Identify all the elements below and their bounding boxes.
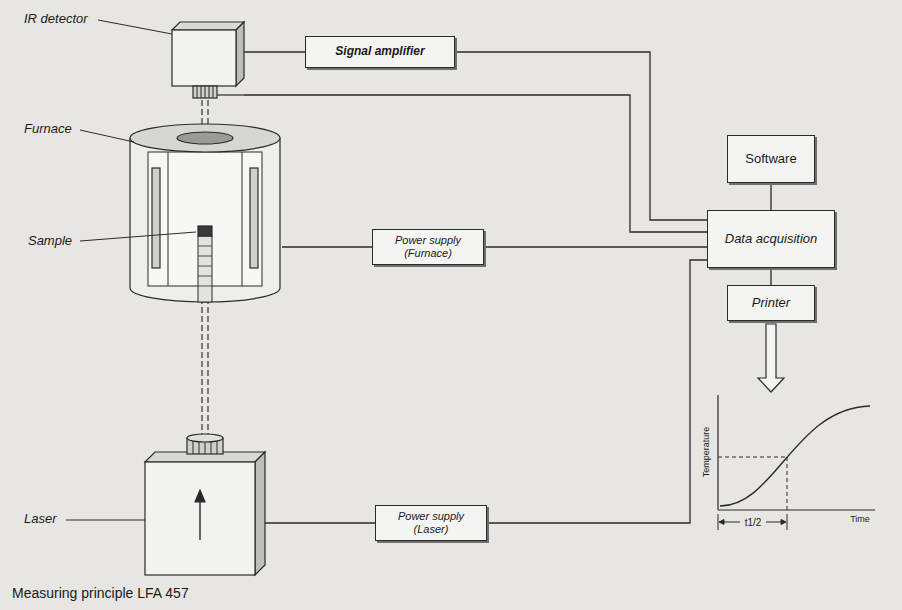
furnace-body	[130, 138, 280, 302]
axis-label: Temperature	[702, 427, 712, 478]
sample	[198, 226, 212, 236]
furnace-figure	[80, 124, 280, 302]
stripe	[198, 276, 212, 277]
furnace: Furnace	[22, 120, 282, 300]
box-text: Data acquisition	[725, 232, 818, 247]
axis-label: Time	[850, 515, 870, 525]
holder-stripes	[198, 246, 212, 286]
ridge	[217, 441, 218, 454]
part-label: IR detector	[24, 12, 88, 27]
stripe	[198, 246, 212, 247]
power-supply-box: Power supply (Furnace)	[372, 229, 484, 265]
stripe	[198, 286, 212, 287]
detector-lens	[193, 86, 217, 98]
stripe	[198, 266, 212, 267]
inner-wall	[242, 152, 243, 286]
box-text: Power supply (Furnace)	[381, 234, 475, 259]
stripe	[198, 256, 212, 257]
box-text: Signal amplifier	[335, 45, 424, 59]
leader-line	[80, 130, 134, 142]
ridge	[201, 86, 202, 98]
power-supply-box: Power supply (Laser)	[375, 505, 487, 541]
signal-curve	[720, 406, 870, 506]
leader-line	[98, 20, 172, 34]
heating-element	[152, 168, 160, 268]
amplifier-box: Signal amplifier	[305, 36, 455, 68]
ridge	[213, 86, 214, 98]
signal-wire	[484, 246, 707, 247]
bracket-head	[719, 520, 724, 525]
leader-line	[66, 520, 145, 521]
lens-ridges	[197, 86, 213, 98]
furnace-top	[130, 124, 280, 152]
signal-wire	[244, 95, 707, 232]
lens-top	[187, 434, 223, 442]
leader-line	[80, 232, 196, 241]
half-time	[787, 457, 788, 510]
laser-side	[255, 452, 265, 575]
part-label: Furnace	[24, 122, 72, 137]
ridge	[205, 442, 206, 454]
software-box: Software	[727, 135, 815, 183]
laser: Laser	[22, 440, 265, 578]
printer-box: Printer	[727, 285, 815, 321]
bracket-head	[781, 520, 786, 525]
box-text: Printer	[752, 296, 790, 311]
signal-wire	[244, 51, 305, 52]
temperature-graph	[718, 395, 875, 530]
ridge	[205, 86, 206, 98]
signal-wire	[770, 183, 771, 210]
part-label: Sample	[28, 234, 72, 248]
time-label: t1/2	[744, 517, 763, 528]
inner-wall	[168, 152, 169, 286]
furnace-cutaway	[148, 152, 262, 286]
ridge	[197, 86, 198, 98]
ridge	[193, 441, 194, 454]
ridge	[211, 442, 212, 454]
half-level	[718, 457, 787, 458]
part-label: Laser	[24, 512, 57, 527]
detector-top	[172, 22, 244, 30]
ir-detector: IR detector	[22, 12, 244, 104]
laser-front	[145, 462, 255, 575]
temperature-axis	[717, 395, 718, 510]
caption: Measuring principle LFA 457	[12, 586, 189, 601]
signal-wire	[455, 52, 707, 220]
data-acquisition-box: Data acquisition	[707, 210, 835, 268]
signal-wire	[265, 522, 375, 523]
box-text: Software	[745, 152, 796, 167]
box-text: Power supply (Laser)	[384, 510, 478, 535]
ridge	[199, 442, 200, 454]
direction-arrow	[199, 500, 200, 540]
sample-holder	[198, 236, 212, 302]
laser-figure	[66, 434, 265, 575]
furnace-opening	[177, 132, 233, 144]
heating-element	[250, 168, 258, 268]
ir-detector-figure	[98, 20, 244, 98]
detector-front	[172, 30, 236, 86]
direction-arrowhead	[195, 490, 205, 502]
time-axis	[718, 509, 875, 510]
hollow-arrow	[758, 324, 784, 392]
signal-wire	[282, 246, 372, 247]
ridge	[209, 86, 210, 98]
detector-side	[236, 22, 244, 86]
lens-ridges	[193, 441, 217, 454]
detector-wire	[217, 94, 244, 95]
output-arrow	[758, 324, 784, 392]
signal-wire	[487, 260, 707, 523]
signal-wire	[770, 268, 771, 285]
